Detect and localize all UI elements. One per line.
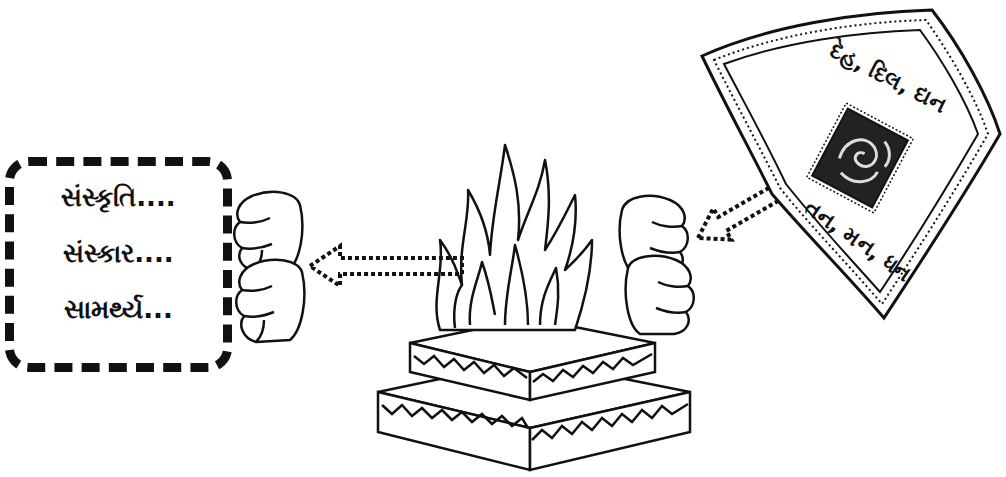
fire-flames <box>436 145 592 330</box>
cloth-shape: દેહ, દિલ, દાનતન, મન, ધન <box>698 6 1004 326</box>
cupped-hands <box>234 192 304 342</box>
box-text: સામર્થ્ય... <box>5 290 232 329</box>
box-text: સંસ્કાર.... <box>5 234 232 273</box>
dotted-arrow <box>310 246 462 286</box>
box-text: સંસ્કૃતિ.... <box>5 178 232 217</box>
fire-altar <box>378 318 690 470</box>
dashed-box: સંસ્કૃતિ.... સંસ્કાર.... સામર્થ્ય... <box>5 157 232 372</box>
cupped-hands <box>620 196 694 334</box>
